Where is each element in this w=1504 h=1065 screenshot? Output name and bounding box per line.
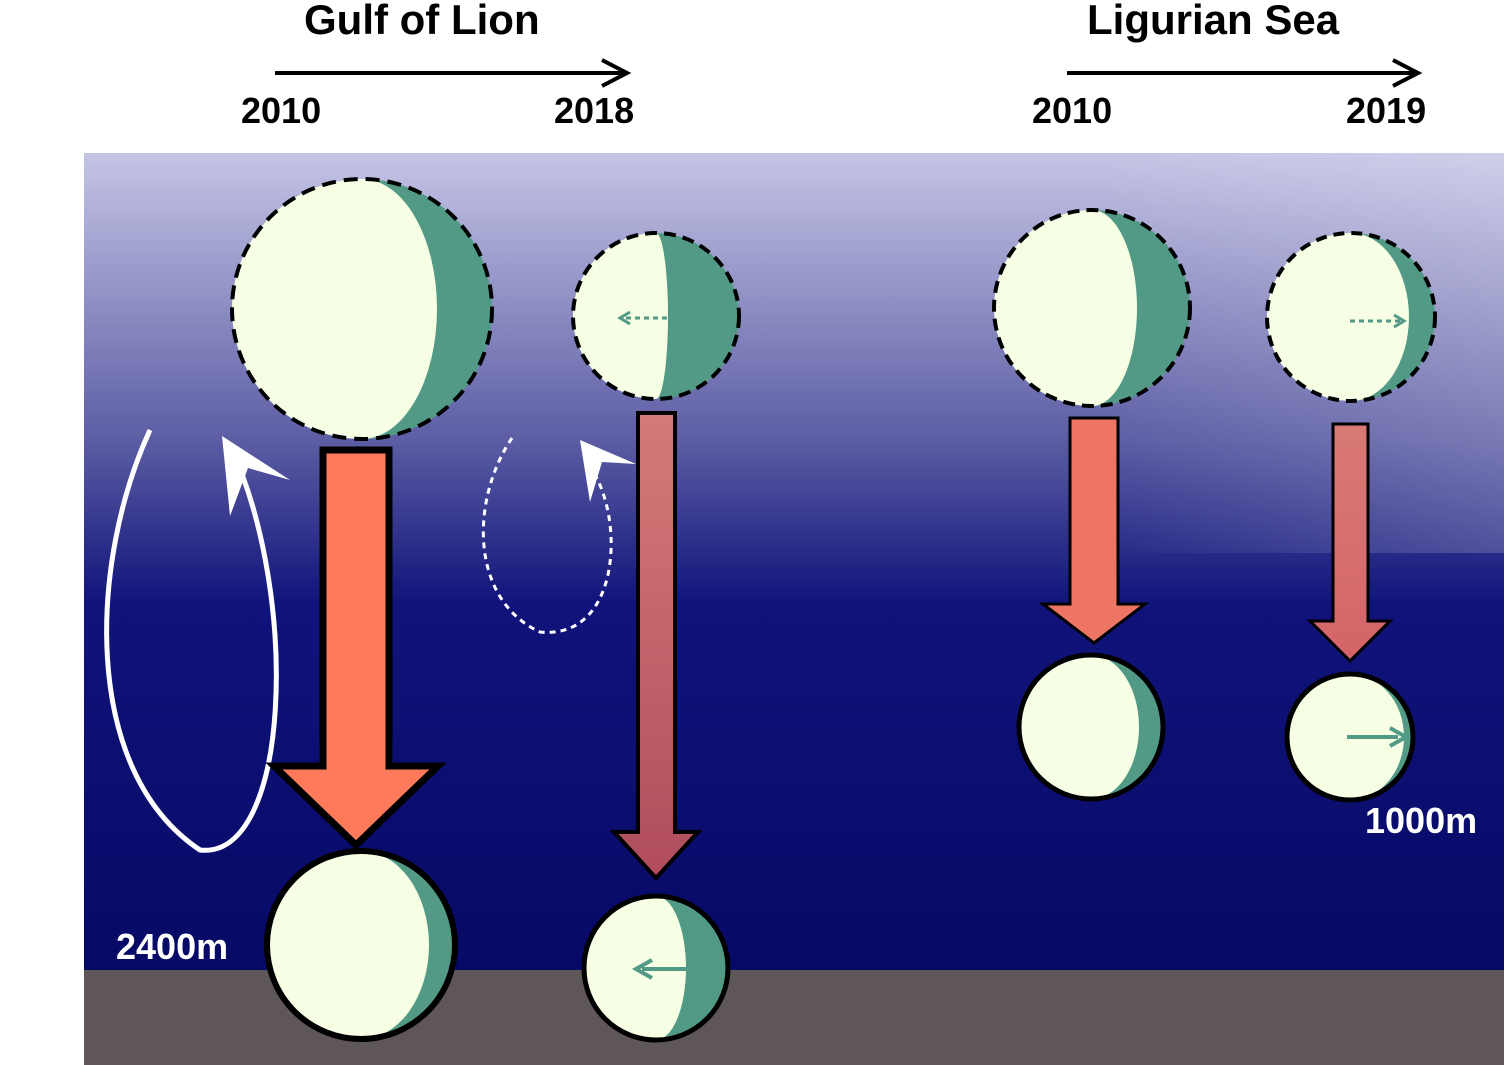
ligurian-2010-surface-cell bbox=[992, 208, 1192, 408]
gulf-year-end: 2018 bbox=[554, 90, 635, 131]
gulf-2010-deep-cell bbox=[264, 848, 458, 1042]
gulf-2018-loop-arrowhead bbox=[580, 440, 636, 502]
gulf-2010-downwelling-arrow bbox=[265, 446, 447, 850]
gulf-2010-convection-loop bbox=[104, 428, 279, 853]
ligurian-2019-deep-cell bbox=[1284, 671, 1416, 803]
ligurian-sea-title: Ligurian Sea bbox=[1087, 0, 1340, 43]
ligurian-2010-deep-cell bbox=[1016, 652, 1166, 802]
gulf-2010-loop-arrowhead bbox=[222, 436, 290, 516]
gulf-year-start: 2010 bbox=[241, 90, 322, 131]
ligurian-depth-label: 1000m bbox=[1365, 800, 1478, 841]
ligurian-year-end: 2019 bbox=[1346, 90, 1427, 131]
gulf-2018-surface-cell bbox=[571, 231, 741, 401]
ligurian-2019-surface-cell bbox=[1265, 231, 1437, 403]
ligurian-2019-downwelling-arrow bbox=[1306, 422, 1394, 664]
gulf-2018-downwelling-arrow bbox=[609, 411, 703, 881]
ligurian-timeline-arrowhead bbox=[1392, 58, 1423, 88]
gulf-2018-convection-loop bbox=[481, 437, 613, 634]
gulf-2018-deep-cell bbox=[581, 893, 731, 1043]
gulf-timeline-arrowhead bbox=[601, 58, 632, 88]
ligurian-2010-downwelling-arrow bbox=[1038, 416, 1150, 645]
gulf-2010-surface-cell bbox=[230, 177, 494, 441]
gulf-of-lion-title: Gulf of Lion bbox=[304, 0, 540, 43]
gulf-depth-label: 2400m bbox=[116, 926, 229, 967]
ligurian-year-start: 2010 bbox=[1032, 90, 1113, 131]
